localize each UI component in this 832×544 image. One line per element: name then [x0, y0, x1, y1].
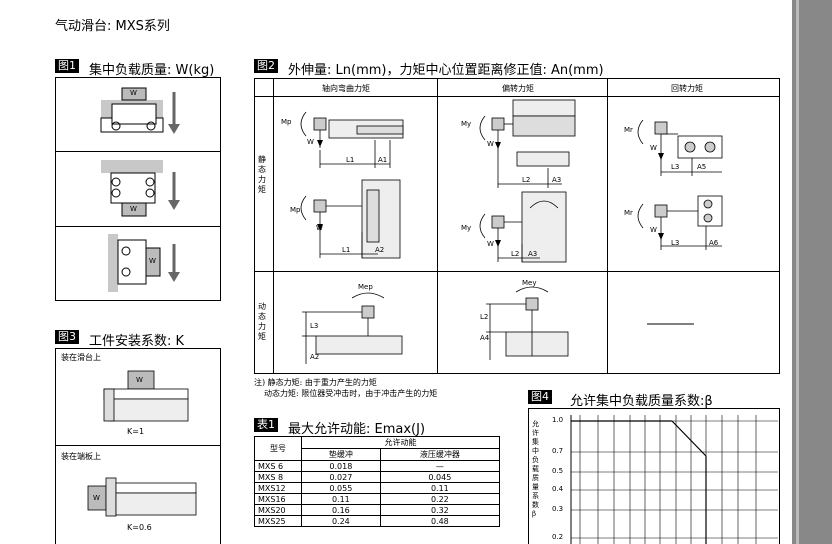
- label-a6: A6: [709, 239, 719, 247]
- fig1-divider: [56, 226, 220, 227]
- table-row: MXS20 0.16 0.32: [254, 504, 501, 516]
- label-w: W: [487, 240, 494, 248]
- fig4-ytick: 0.4: [552, 485, 564, 493]
- label-l2: L2: [511, 250, 520, 258]
- fig2-row-static: 静态力矩: [258, 155, 266, 194]
- table1-tag: 表1: [254, 418, 278, 432]
- label-w: W: [650, 144, 657, 152]
- grid-line: [255, 96, 779, 97]
- label-my: My: [461, 224, 472, 232]
- table-row: MXS12 0.055 0.11: [254, 482, 501, 494]
- note-line1: 注) 静态力矩: 由于重力产生的力矩: [254, 378, 377, 387]
- fig3-top-k: K=1: [127, 427, 145, 436]
- table-row: MXS16 0.11 0.22: [254, 493, 501, 505]
- fig3-w-label: W: [93, 494, 100, 502]
- label-l2: L2: [522, 176, 531, 184]
- label-l1: L1: [346, 156, 355, 164]
- label-a4: A4: [480, 334, 490, 342]
- fig3-title: 工件安装系数: K: [89, 334, 185, 349]
- fig1-frame: [55, 77, 221, 301]
- label-a2: A2: [375, 246, 385, 254]
- label-mr: Mr: [624, 209, 633, 217]
- fig4-ylabel: 允许集中负载质量系数 β: [532, 420, 539, 518]
- fig4-tag: 图4: [528, 390, 552, 404]
- fig2-col-header: 回转力矩: [671, 84, 703, 93]
- fig1-w-label: W: [149, 257, 156, 265]
- fig2-drawings: [300, 99, 723, 364]
- grid-line: [607, 78, 608, 373]
- label-a5: A5: [697, 163, 707, 171]
- label-w: W: [650, 226, 657, 234]
- fig4-ytick: 0.5: [552, 467, 564, 475]
- label-w: W: [316, 224, 323, 232]
- fig3-tag: 图3: [55, 330, 79, 344]
- note-line2: 动态力矩: 限位器受冲击时，由于冲击产生的力矩: [264, 389, 438, 398]
- fig4-ytick: 0.2: [552, 533, 564, 541]
- fig1-divider: [56, 151, 220, 152]
- table-row: MXS25 0.24 0.48: [254, 515, 501, 527]
- fig2-title: 外伸量: Ln(mm)，力矩中心位置距离修正值: An(mm): [288, 63, 604, 78]
- table-cell: MXS25: [254, 515, 302, 527]
- fig1-drawings: [100, 87, 180, 292]
- label-mey: Mey: [522, 279, 537, 287]
- fig4-ytick: 1.0: [552, 416, 564, 424]
- fig2-col-header: 轴向弯曲力矩: [322, 84, 370, 93]
- grid-line: [437, 78, 438, 373]
- table-cell: 0.24: [301, 515, 381, 527]
- fig3-top-label: 装在滑台上: [61, 353, 101, 362]
- fig3-w-label: W: [136, 376, 143, 384]
- fig1-w-label: W: [130, 205, 137, 213]
- document-page: 气动滑台: MXS系列 图1 集中负载质量: W(kg) W W: [0, 0, 792, 544]
- label-my: My: [461, 120, 472, 128]
- scrollbar-track[interactable]: [796, 0, 799, 544]
- label-a3: A3: [528, 250, 538, 258]
- fig2-tag: 图2: [254, 59, 278, 73]
- fig2-table: [254, 78, 780, 374]
- label-l3: L3: [671, 163, 680, 171]
- fig3-frame: [55, 348, 221, 544]
- fig1-tag: 图1: [55, 59, 79, 73]
- label-mp: Mp: [281, 118, 292, 126]
- table1-title: 最大允许动能: Emax(J): [288, 422, 426, 437]
- fig3-bottom-k: K=0.6: [127, 523, 152, 532]
- label-l1: L1: [342, 246, 351, 254]
- label-w: W: [307, 138, 314, 146]
- fig4-ytick: 0.7: [552, 447, 564, 455]
- label-mr: Mr: [624, 126, 633, 134]
- fig3-divider: [56, 445, 220, 446]
- page-title: 气动滑台: MXS系列: [55, 19, 170, 34]
- table-cell: 0.48: [379, 515, 501, 527]
- fig2-col-header: 偏转力矩: [502, 84, 534, 93]
- fig4-grid: [570, 415, 778, 544]
- fig2-row-dynamic: 动态力矩: [258, 302, 266, 341]
- label-a1: A1: [378, 156, 388, 164]
- fig1-w-label: W: [130, 89, 137, 97]
- label-l3: L3: [671, 239, 680, 247]
- label-a3: A3: [552, 176, 562, 184]
- label-l3: L3: [310, 322, 319, 330]
- label-w: W: [487, 140, 494, 148]
- grid-line: [273, 78, 274, 373]
- label-mp: Mp: [290, 206, 301, 214]
- grid-line: [255, 271, 779, 272]
- fig4-frame: [528, 408, 780, 544]
- fig4-ytick: 0.3: [552, 505, 564, 513]
- fig1-title: 集中负载质量: W(kg): [89, 63, 215, 78]
- fig3-drawings: [87, 370, 197, 517]
- fig3-bottom-label: 装在端板上: [61, 452, 101, 461]
- emax-table: 型号 允许动能 垫缓冲 液压缓冲器 MXS 6 0.018 — MXS 8 0.…: [254, 436, 501, 527]
- label-a2: A2: [310, 353, 320, 361]
- label-l2: L2: [480, 313, 489, 321]
- fig4-title: 允许集中负载质量系数:β: [570, 394, 713, 409]
- viewer-background: [792, 0, 832, 544]
- label-mep: Mep: [358, 283, 373, 291]
